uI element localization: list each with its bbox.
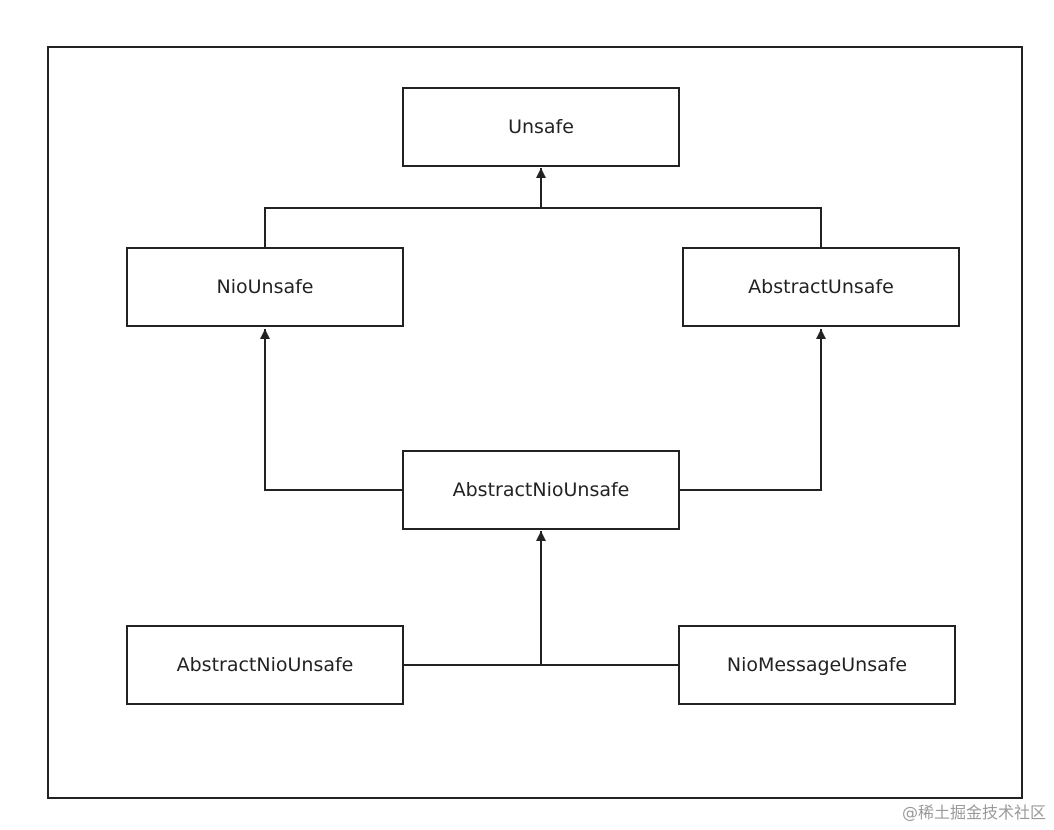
connectors [260,168,826,666]
outer-frame [47,46,1023,799]
node-niounsafe: NioUnsafe [126,247,404,327]
node-box [126,625,404,705]
node-abstractniounsafe-child: AbstractNioUnsafe [126,625,404,705]
node-box [678,625,956,705]
node-box [402,450,680,530]
edge-niounsafe-to-unsafe [264,207,541,247]
node-label: AbstractNioUnsafe [453,479,630,501]
node-label: AbstractNioUnsafe [177,654,354,676]
node-box [402,87,680,167]
node-unsafe: Unsafe [402,87,680,167]
node-abstractunsafe: AbstractUnsafe [682,247,960,327]
node-label: Unsafe [508,116,574,138]
watermark-text: @稀土掘金技术社区 [902,803,1046,822]
node-box [682,247,960,327]
node-label: NioMessageUnsafe [727,654,907,676]
edge-abstractunsafe-to-unsafe [541,207,822,247]
node-label: NioUnsafe [217,276,314,298]
edge-abstractniounsafe-to-abstractunsafe [679,329,826,491]
node-niomessageunsafe: NioMessageUnsafe [678,625,956,705]
node-box [126,247,404,327]
edge-abstractniounsafe-to-niounsafe [260,329,403,491]
node-label: AbstractUnsafe [748,276,894,298]
node-abstractniounsafe: AbstractNioUnsafe [402,450,680,530]
